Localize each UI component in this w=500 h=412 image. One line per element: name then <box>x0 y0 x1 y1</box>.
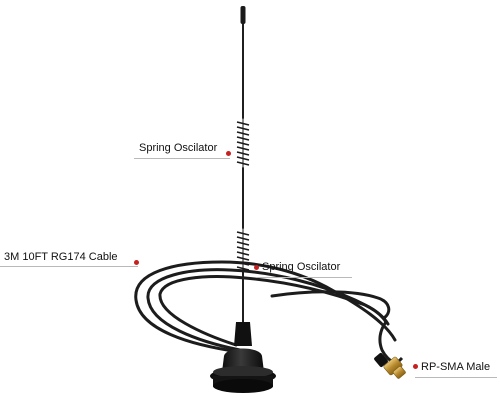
callout-spring-oscillator-top: Spring Oscilator <box>139 142 218 154</box>
callout-leader-line <box>0 266 138 267</box>
callout-connector: RP-SMA Male <box>421 361 491 373</box>
callout-marker-dot <box>254 265 259 270</box>
lower-spring-coil <box>236 228 250 272</box>
callout-cable: 3M 10FT RG174 Cable <box>4 251 118 263</box>
callout-leader-line <box>256 277 352 278</box>
callout-marker-dot <box>134 260 139 265</box>
callout-leader-line <box>134 158 230 159</box>
callout-marker-dot <box>226 151 231 156</box>
coiled-cable <box>134 260 398 366</box>
callout-spring-oscillator-bottom: Spring Oscilator <box>262 261 341 273</box>
upper-spring-coil <box>236 118 250 168</box>
magnetic-base <box>210 322 276 393</box>
rp-sma-connector <box>374 353 406 379</box>
callout-marker-dot <box>413 364 418 369</box>
callout-leader-line <box>415 377 497 378</box>
antenna-whip <box>240 6 246 346</box>
